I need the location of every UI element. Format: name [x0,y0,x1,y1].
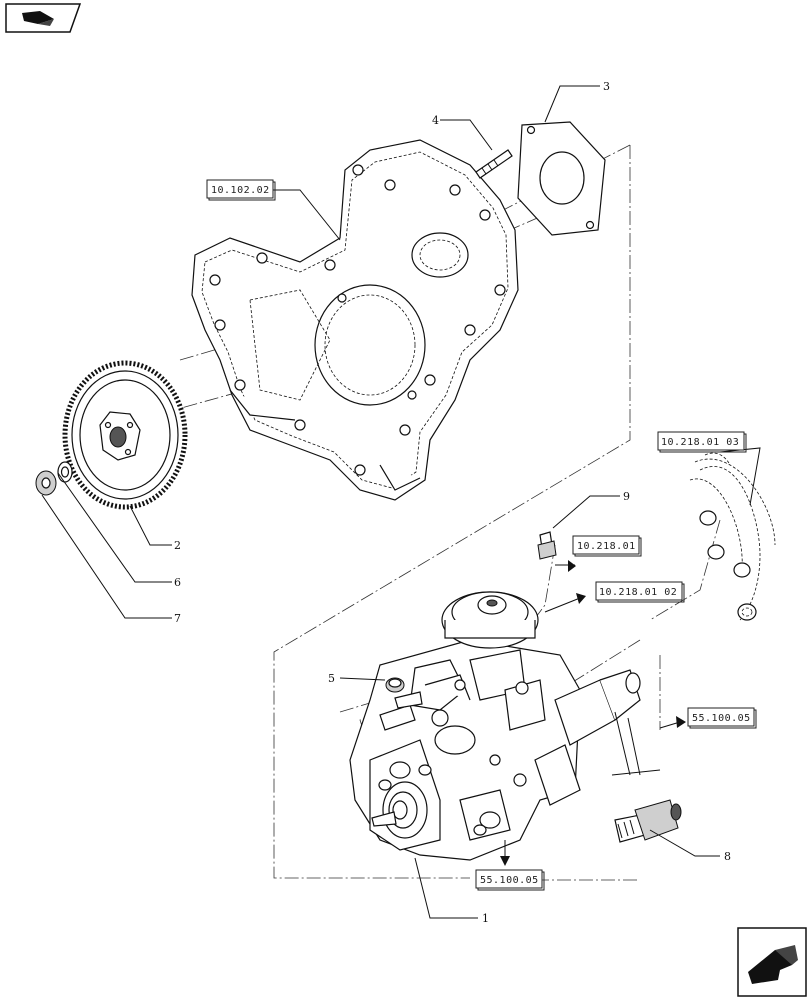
callout-6: 6 [174,576,181,589]
callout-8: 8 [724,850,731,863]
timing-cover-housing [191,139,519,501]
ref-box-timing-cover[interactable]: 10.102.02 [206,179,276,201]
drive-gear [62,360,188,510]
ref-box-electrical-bottom[interactable]: 55.100.05 [475,869,545,891]
sensor-switch [614,799,682,843]
pump-gasket [517,121,606,236]
callout-1: 1 [482,912,489,925]
ref-box-electrical-right[interactable]: 55.100.05 [687,707,757,729]
stud-bolt [475,149,513,179]
callout-3: 3 [603,80,610,93]
ref-label-electrical-right: 55.100.05 [692,713,751,724]
ref-label-lines-a: 10.218.01 [577,541,636,552]
ref-label-injection-lines: 10.218.01 03 [661,437,739,448]
gear-washer [57,461,73,483]
plug [385,677,405,693]
banjo-fitting [537,531,557,560]
callout-2: 2 [174,539,181,552]
callout-numbers: 1 2 3 4 5 6 7 8 9 [174,80,731,925]
ref-box-injection-lines[interactable]: 10.218.01 03 [657,431,747,453]
ref-box-lines-a[interactable]: 10.218.01 [572,535,642,557]
injection-pump [349,591,641,861]
ref-label-timing-cover: 10.102.02 [211,185,270,196]
next-page-arrow-icon[interactable] [737,927,807,997]
callout-5: 5 [328,672,335,685]
ref-box-lines-b[interactable]: 10.218.01 02 [595,581,685,603]
callout-leaders [41,85,761,919]
callout-9: 9 [623,490,630,503]
callout-7: 7 [174,612,181,625]
reference-arrows [500,560,686,866]
ref-label-lines-b: 10.218.01 02 [599,587,677,598]
ref-label-electrical-bottom: 55.100.05 [480,875,539,886]
callout-4: 4 [432,114,439,127]
injection-lines [689,452,776,621]
gear-nut [35,470,57,496]
book-arrow-icon[interactable] [5,3,82,33]
